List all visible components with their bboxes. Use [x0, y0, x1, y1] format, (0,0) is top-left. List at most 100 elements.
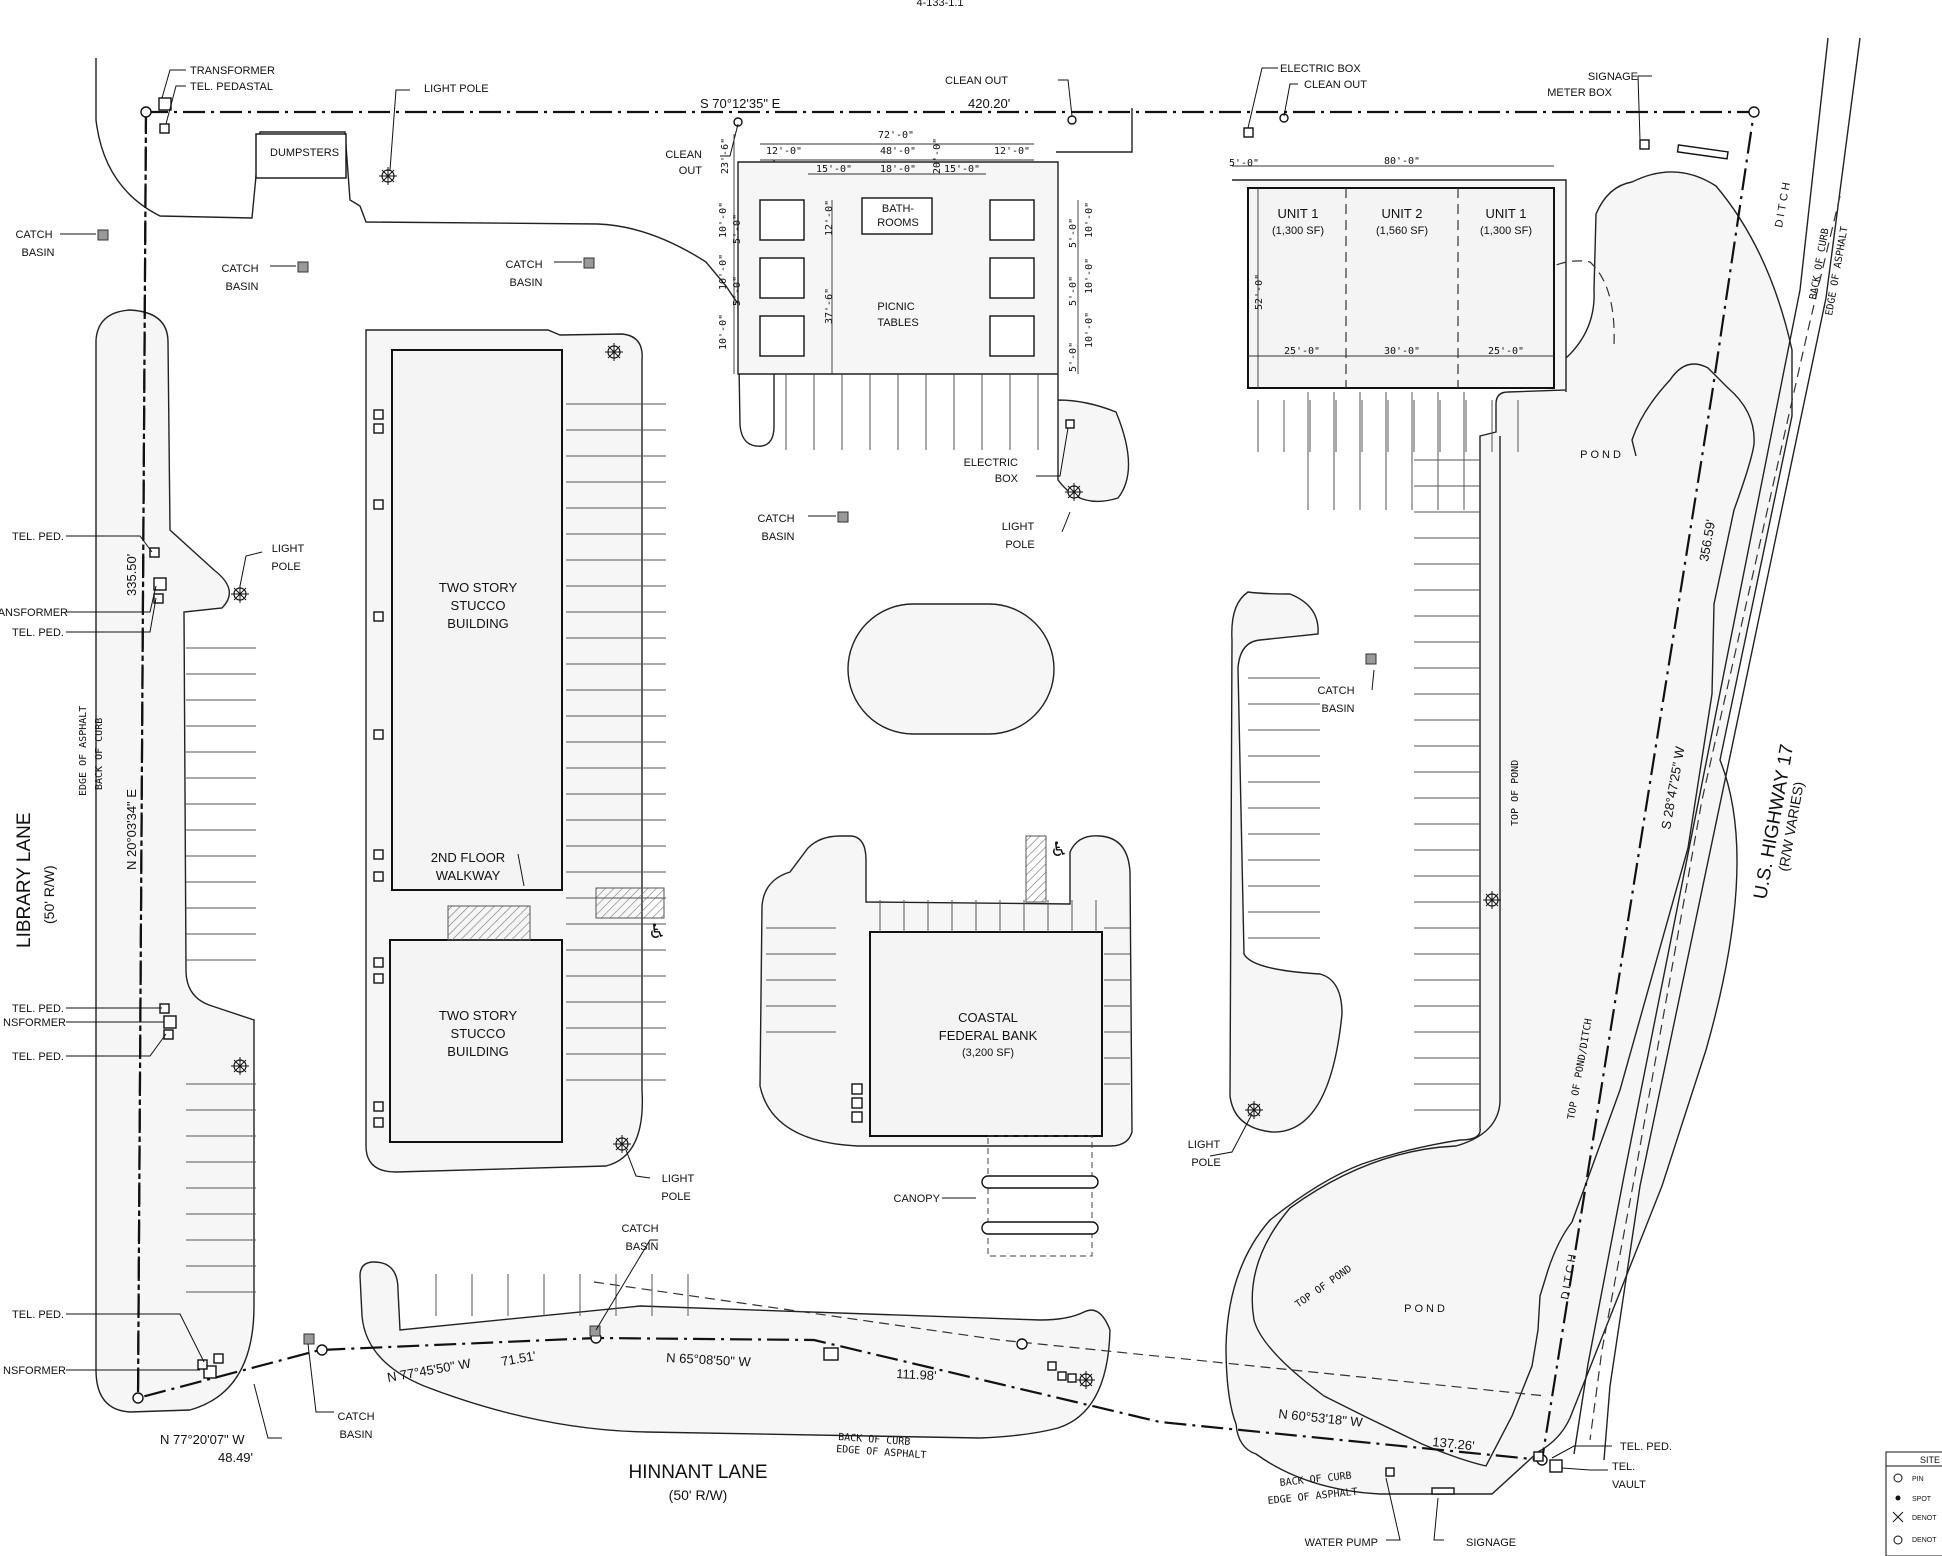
- back-of-curb-label: BACK OF CURB: [838, 1432, 911, 1448]
- center-oval-island: [847, 603, 1055, 735]
- dumpsters-label: DUMPSTERS: [270, 147, 339, 159]
- building-label: TWO STORY: [439, 1008, 518, 1023]
- back-of-curb-label: BACK OF CURB: [94, 718, 105, 790]
- bathrooms-label: ROOMS: [877, 217, 919, 229]
- unit-dimensions: [1232, 165, 1554, 388]
- south-bearing-label: N 65°08'50" W: [666, 1350, 752, 1369]
- commercial-units-building: [1247, 187, 1555, 389]
- library-lane-row-label: (50' R/W): [41, 865, 57, 924]
- west-paved-area: [95, 309, 255, 1413]
- pond-outline: [1251, 363, 1755, 1467]
- bathrooms-label: BATH-: [882, 203, 915, 215]
- stucco-building-2: [389, 939, 563, 1143]
- tel-ped-label: TEL. PED.: [12, 627, 64, 639]
- unit-label: UNIT 1: [1278, 206, 1319, 221]
- ramp-hatch-1: [595, 887, 665, 919]
- tel-ped-label: TEL. PED.: [12, 1051, 64, 1063]
- site-legend: SITE PIN SPOT DENOT DENOT: [1885, 1451, 1942, 1556]
- light-pole-label: POLE: [661, 1191, 690, 1203]
- catch-basin-label: CATCH: [505, 259, 542, 271]
- top-of-pond-label: TOP OF POND: [1510, 760, 1521, 826]
- dimension-label: 80'-0": [1384, 156, 1420, 167]
- tel-ped-label: TEL. PED.: [12, 531, 64, 543]
- transformer-label: ANSFORMER: [0, 607, 68, 619]
- site-east-edge-dashed: [593, 1281, 1547, 1397]
- catch-basin-label: BASIN: [225, 281, 258, 293]
- catch-basin-label: BASIN: [625, 1241, 658, 1253]
- highway-edge-2: [1603, 37, 1861, 1461]
- dimension-label: 30'-0": [1384, 346, 1420, 357]
- electric-box-top-label: ELECTRIC BOX: [1280, 63, 1361, 75]
- south-distance-label: 48.49': [218, 1450, 253, 1465]
- building-label: TWO STORY: [439, 580, 518, 595]
- dimension-label: 10'-0": [718, 314, 729, 350]
- pin-s3: [1016, 1338, 1028, 1350]
- catch-basin-label: BASIN: [509, 277, 542, 289]
- west-boundary-line: [136, 111, 148, 1399]
- bank-label: COASTAL: [958, 1010, 1018, 1025]
- dimension-label: 48'-0": [880, 146, 916, 157]
- tel-pedastal-label: TEL. PEDASTAL: [190, 81, 273, 93]
- north-bearing-label: S 70°12'35" E: [700, 96, 781, 111]
- dimension-label: 18'-0": [880, 164, 916, 175]
- dimension-label: 15'-0": [944, 164, 980, 175]
- east-parking-island: [1229, 591, 1343, 1133]
- tel-vault-label: VAULT: [1612, 1479, 1646, 1491]
- building-label: STUCCO: [451, 1026, 506, 1041]
- dimension-label: 12'-0": [824, 200, 835, 236]
- clean-out-right-label: CLEAN OUT: [1304, 79, 1367, 91]
- accessible-icon: ♿: [1050, 839, 1068, 861]
- building-label: BUILDING: [447, 1044, 508, 1059]
- edge-of-asphalt-label: EDGE OF ASPHALT: [78, 706, 89, 796]
- west-bearing-label: N 20°03'34" E: [124, 789, 139, 870]
- edge-of-asphalt-label: EDGE OF ASPHALT: [836, 1444, 927, 1461]
- dimension-label: 15'-0": [816, 164, 852, 175]
- catch-basin-label: BASIN: [339, 1429, 372, 1441]
- transformer-label: NSFORMER: [3, 1017, 66, 1029]
- signage-top-label: SIGNAGE: [1588, 71, 1638, 83]
- catch-basin-label: BASIN: [21, 247, 54, 259]
- walkway-label: WALKWAY: [436, 868, 501, 883]
- library-lane-label: LIBRARY LANE: [14, 812, 35, 948]
- water-pump-label: WATER PUMP: [1305, 1537, 1378, 1549]
- dimension-label: 5'-0": [1068, 342, 1079, 372]
- dimension-label: 20'-0": [932, 138, 943, 174]
- dimension-label: 25'-0": [1284, 346, 1320, 357]
- dumpster-enclosure: [255, 133, 347, 179]
- catch-basin-label: CATCH: [757, 513, 794, 525]
- tel-ped-label: TEL. PED.: [12, 1003, 64, 1015]
- south-parking-island: [359, 1261, 1111, 1439]
- legend-row: SPOT: [1912, 1496, 1932, 1503]
- canopy-lanes: [981, 1135, 1099, 1257]
- pond-label: POND: [1404, 1303, 1448, 1315]
- bank-area-label: (3,200 SF): [962, 1047, 1014, 1059]
- catch-basin-label: CATCH: [15, 229, 52, 241]
- south-distance-label: 111.98': [896, 1366, 937, 1383]
- hinnant-lane-row-label: (50' R/W): [669, 1487, 728, 1503]
- pin-ne: [1748, 106, 1760, 118]
- dimension-label: 12'-0": [766, 146, 802, 157]
- unit-area-label: (1,300 SF): [1480, 225, 1532, 237]
- catch-basin-label: CATCH: [221, 263, 258, 275]
- south-distance-label: 137.26': [1432, 1434, 1476, 1453]
- catch-basins: [97, 229, 1377, 1345]
- bathrooms-box: [861, 197, 933, 235]
- pin-s1: [316, 1344, 328, 1356]
- legend-title: SITE: [1920, 1455, 1940, 1465]
- picnic-tables: [759, 199, 1035, 357]
- light-pole-label: LIGHT POLE: [424, 83, 489, 95]
- north-east-curb: [1056, 108, 1133, 153]
- stucco-building-1: [391, 349, 563, 891]
- light-pole-label: LIGHT: [1002, 521, 1035, 533]
- dimension-label: 5'-0": [1229, 158, 1259, 169]
- dimension-label: 72'-0": [878, 130, 914, 141]
- east-commercial-pad: [1225, 171, 1793, 1495]
- clean-out-top-label: CLEAN OUT: [945, 75, 1008, 87]
- bank-building: [869, 931, 1103, 1137]
- hinnant-lane-label: HINNANT LANE: [628, 1462, 767, 1483]
- sheet-header-fragment: 4-133-1.1: [916, 0, 963, 9]
- pin-nw: [140, 106, 152, 118]
- leader-lines: [60, 67, 1652, 1541]
- dimension-label: 10'-0": [1084, 258, 1095, 294]
- legend-row: DENOT: [1912, 1537, 1937, 1544]
